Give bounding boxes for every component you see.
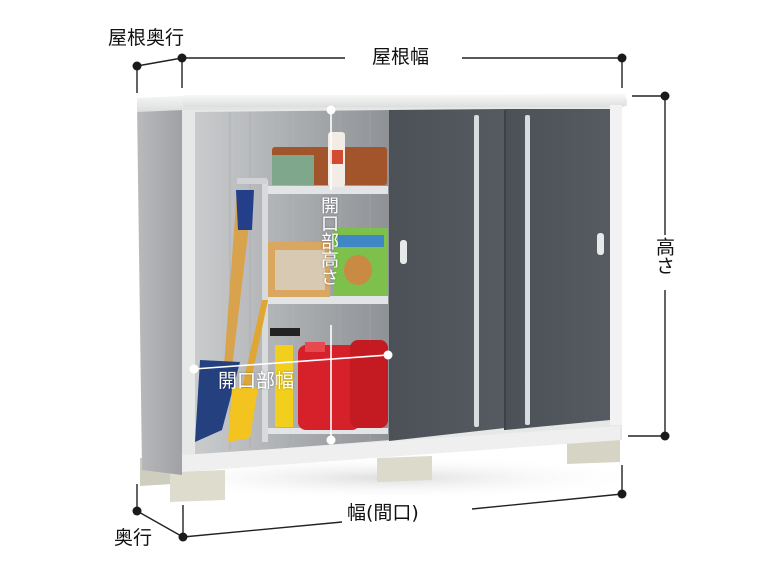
shelf-items [195,132,388,442]
roof-depth-label: 屋根奥行 [108,27,185,49]
door-handle-left [400,240,407,264]
height-label: 高さ [653,237,675,275]
depth-label: 奥行 [114,527,153,549]
door-right [505,109,610,430]
door-handle-right [597,233,604,255]
roof-width-label: 屋根幅 [372,46,430,68]
door-left [389,109,505,441]
door-bar [525,115,530,425]
opening-dimension-endpoints [189,105,393,445]
opening-width-label: 開口部幅 [218,370,295,392]
width-frontage-label: 幅(間口) [347,502,419,524]
dimension-endpoints [132,53,670,542]
door-bar [474,115,479,427]
sliding-doors [389,109,610,441]
opening-height-label: 開口部高さ [318,196,339,286]
dimension-lines [136,57,666,538]
side-panel [137,105,182,475]
opening-dimension-lines [193,110,389,440]
bottom-rail [182,426,620,472]
